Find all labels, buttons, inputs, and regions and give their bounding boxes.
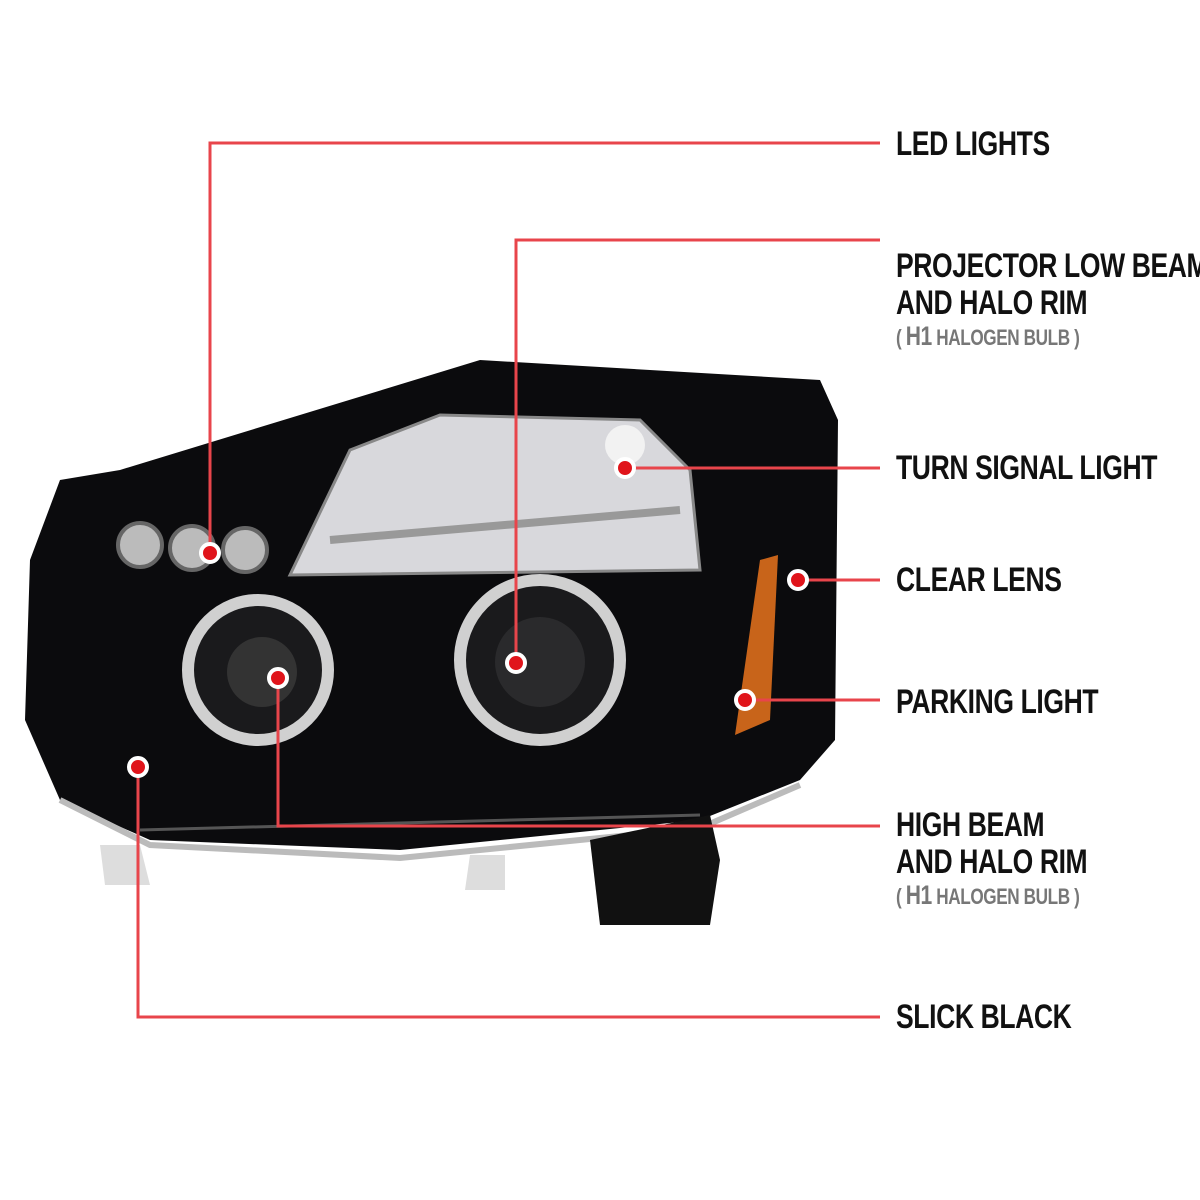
paren-open: ( bbox=[896, 884, 906, 909]
callout-dot-high bbox=[267, 667, 289, 689]
bulb-type: H1 bbox=[905, 321, 933, 351]
chrome-trim bbox=[58, 782, 802, 862]
leader-line-high bbox=[276, 678, 880, 828]
label-high-bulb: ( H1 HALOGEN BULB ) bbox=[896, 881, 1087, 911]
mount-tab bbox=[465, 855, 505, 890]
label-projector-line2: AND HALO RIM bbox=[896, 284, 1088, 322]
callout-dot-turn bbox=[614, 457, 636, 479]
label-turn-signal: TURN SIGNAL LIGHT bbox=[896, 449, 1158, 487]
led-light bbox=[221, 526, 269, 574]
mount-bracket bbox=[590, 815, 720, 925]
label-high-beam: HIGH BEAM AND HALO RIM ( H1 HALOGEN BULB… bbox=[896, 806, 1088, 911]
callout-dot-clear bbox=[787, 569, 809, 591]
callout-dot-slick bbox=[127, 756, 149, 778]
label-projector: PROJECTOR LOW BEAM AND HALO RIM ( H1 HAL… bbox=[896, 248, 1200, 352]
bulb-text: HALOGEN BULB ) bbox=[931, 884, 1080, 909]
callout-dot-parking bbox=[734, 689, 756, 711]
led-light bbox=[116, 521, 164, 569]
label-high-line2: AND HALO RIM bbox=[896, 843, 1088, 881]
bulb-text: HALOGEN BULB ) bbox=[931, 325, 1080, 350]
callout-dot-projector bbox=[505, 652, 527, 674]
paren-open: ( bbox=[896, 325, 906, 350]
label-parking-light: PARKING LIGHT bbox=[896, 683, 1099, 721]
bulb-type: H1 bbox=[905, 880, 933, 910]
label-projector-bulb: ( H1 HALOGEN BULB ) bbox=[896, 322, 1200, 352]
label-clear-lens: CLEAR LENS bbox=[896, 561, 1062, 599]
leader-line-slick bbox=[136, 767, 880, 1019]
leader-line-led bbox=[208, 141, 880, 553]
leader-line-projector bbox=[514, 238, 880, 663]
callout-dot-led bbox=[199, 542, 221, 564]
label-led-lights: LED LIGHTS bbox=[896, 125, 1050, 163]
lower-lens-edge bbox=[139, 813, 701, 832]
label-high-line1: HIGH BEAM bbox=[896, 806, 1045, 844]
label-slick-black: SLICK BLACK bbox=[896, 998, 1072, 1036]
label-projector-line1: PROJECTOR LOW BEAM bbox=[896, 247, 1200, 285]
mount-tab bbox=[100, 845, 150, 885]
